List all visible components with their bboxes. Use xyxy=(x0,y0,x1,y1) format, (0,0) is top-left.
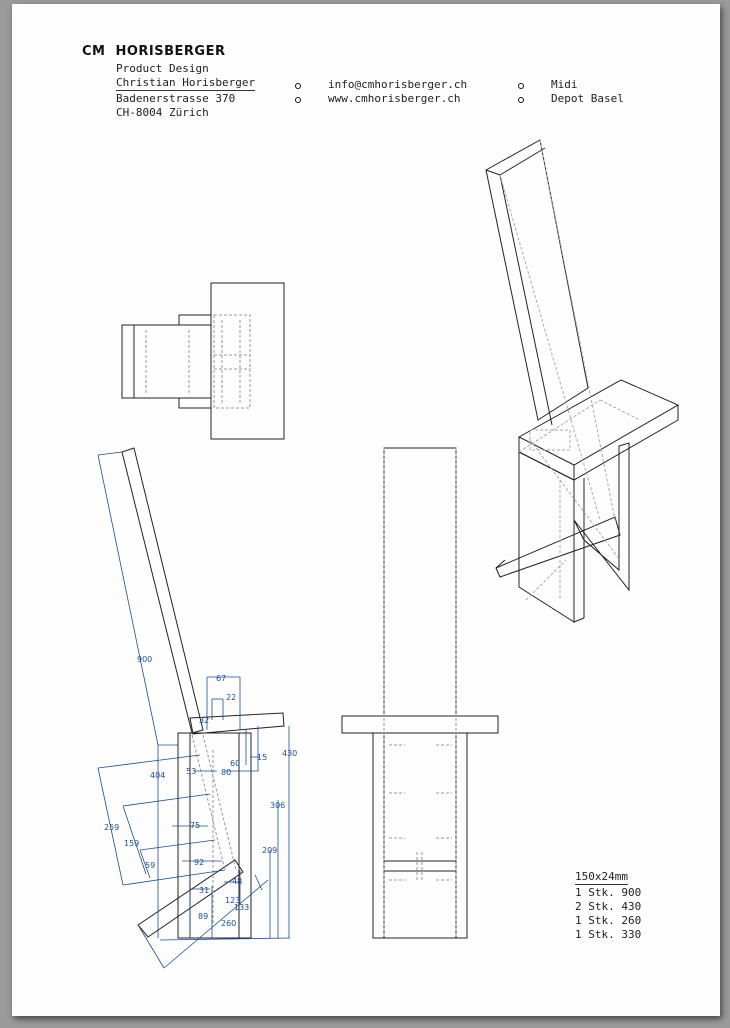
designer-name: Christian Horisberger xyxy=(116,76,256,91)
dimension-label: 22 xyxy=(226,693,236,702)
dimension-label: 89 xyxy=(198,912,208,921)
dimension-label: 404 xyxy=(150,771,165,780)
dimension-label: 80 xyxy=(221,768,231,777)
dimension-labels: 900 67 22 32 15 60 80 53 430 404 306 259… xyxy=(104,655,297,928)
dimension-label: 31 xyxy=(199,886,209,895)
front-view xyxy=(341,447,499,939)
part-list-item: 1 Stk. 260 xyxy=(575,914,642,927)
dimension-label: 59 xyxy=(145,861,155,870)
dimension-label: 209 xyxy=(262,846,277,855)
dimension-lines xyxy=(97,451,291,969)
part-list-item: 2 Stk. 430 xyxy=(575,900,642,913)
dimension-label: 123 xyxy=(225,896,240,905)
dimension-label: 133 xyxy=(234,903,249,912)
email-link[interactable]: info@cmhorisberger.ch xyxy=(328,78,468,91)
dimension-label: 15 xyxy=(257,753,267,762)
dimension-label: 53 xyxy=(186,767,196,776)
material-spec: 150x24mm xyxy=(575,870,628,885)
dimension-label: 67 xyxy=(216,674,226,683)
part-list-item: 1 Stk. 330 xyxy=(575,928,642,941)
top-view xyxy=(121,282,285,440)
street-address: Badenerstrasse 370 xyxy=(116,92,236,105)
dimension-label: 260 xyxy=(221,919,236,928)
dimension-label: 900 xyxy=(137,655,152,664)
isometric-view xyxy=(485,139,680,623)
dimension-label: 430 xyxy=(282,749,297,758)
dimension-label: 48 xyxy=(232,877,242,886)
dimension-label: 159 xyxy=(124,839,139,848)
brand-initials: CM xyxy=(82,44,106,59)
part-list-item: 1 Stk. 900 xyxy=(575,886,642,899)
dimension-label: 306 xyxy=(270,801,285,810)
bullet-icon xyxy=(295,83,301,89)
dimension-label: 32 xyxy=(199,716,209,725)
tag-midi: Midi xyxy=(551,78,578,91)
tag-depot: Depot Basel xyxy=(551,92,624,105)
drawing-sheet: CM HORISBERGER Product Design Christian H… xyxy=(12,4,720,1016)
side-view xyxy=(121,447,285,939)
dimension-label: 75 xyxy=(190,821,200,830)
brand-logo: CM HORISBERGER xyxy=(82,44,236,59)
website-link[interactable]: www.cmhorisberger.ch xyxy=(328,92,461,105)
bullet-icon xyxy=(295,97,301,103)
bullet-icon xyxy=(518,97,524,103)
dimension-label: 92 xyxy=(194,858,204,867)
dimension-label: 60 xyxy=(230,759,240,768)
city-address: CH-8004 Zürich xyxy=(116,106,209,119)
brand-name: HORISBERGER xyxy=(115,44,226,59)
dimension-label: 259 xyxy=(104,823,119,832)
subtitle: Product Design xyxy=(116,62,209,75)
bullet-icon xyxy=(518,83,524,89)
